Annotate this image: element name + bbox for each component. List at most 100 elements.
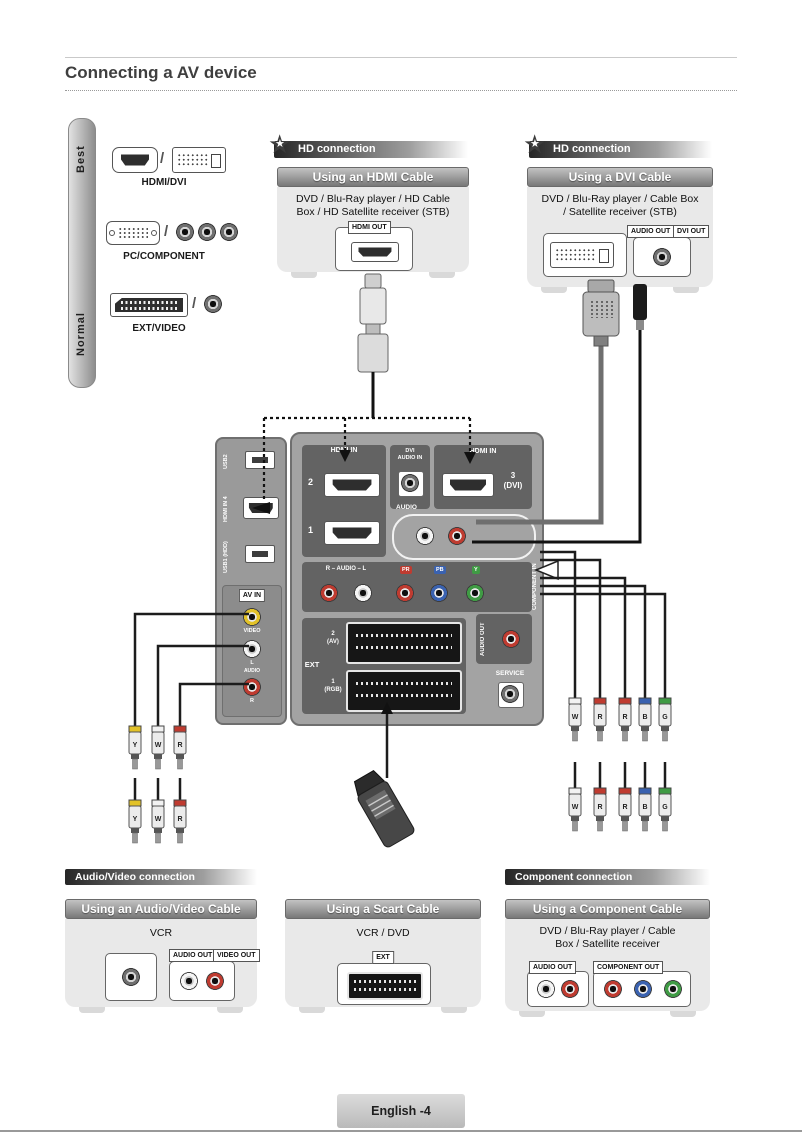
- hdmi-in-label: HDMI IN: [469, 448, 497, 455]
- hd-badge-label: HD connection: [298, 143, 376, 155]
- hdmi-port-2: [324, 473, 380, 497]
- plug-letter: R: [622, 804, 627, 811]
- pb-out-jack: [634, 980, 652, 998]
- scart-port-1: [346, 670, 462, 712]
- usb1-port: [245, 545, 275, 563]
- panel-body: DVD / Blu-Ray player / HD Cable Box / HD…: [277, 187, 469, 278]
- star-inner-icon: ★: [530, 138, 540, 150]
- plug-letter: W: [572, 804, 579, 811]
- panel-header: Using an Audio/Video Cable: [65, 899, 257, 919]
- component-input-strip: R – AUDIO – L PR PB Y: [302, 562, 532, 612]
- hdmi-out-label: HDMI OUT: [348, 221, 391, 234]
- device-list: DVD / Blu-Ray player / Cable Box: [541, 193, 699, 205]
- audio-l-label: L: [250, 660, 254, 666]
- hdmi3-group: HDMI IN 3 (DVI): [434, 445, 532, 509]
- device-list: DVD / Blu-Ray player / Cable: [539, 925, 676, 937]
- pr-out-jack: [604, 980, 622, 998]
- hdmi-2-label: 2: [308, 477, 314, 487]
- rca-plug: Y: [128, 778, 142, 844]
- component-in-label: COMPONENT IN: [532, 563, 538, 611]
- audio-label: AUDIO: [243, 668, 261, 674]
- page-footer: English -4: [337, 1094, 465, 1128]
- audio-r-label: R: [250, 698, 254, 704]
- rca-plug: Y: [128, 725, 142, 770]
- plug-letter: G: [662, 714, 668, 721]
- hdmi-1-label: 1: [308, 525, 314, 535]
- rca-plug: W: [568, 697, 582, 742]
- panel-body: VCR AUDIO OUT VIDEO OUT: [65, 919, 260, 1013]
- pb-jack: [430, 584, 448, 602]
- panel-foot: [441, 1007, 467, 1013]
- panel-foot: [291, 272, 317, 278]
- av-in-label: AV IN: [238, 589, 266, 602]
- scart-cable-panel: Using a Scart Cable VCR / DVD EXT: [285, 899, 481, 1013]
- hd-connection-badge: ★ ★ HD connection: [268, 129, 468, 159]
- hdmi-in-label: HDMI IN: [330, 447, 358, 454]
- dvi-out-label: DVI OUT: [673, 225, 710, 238]
- device-list: Box / Satellite receiver: [555, 938, 660, 950]
- legend-ext-video-label: EXT/VIDEO: [132, 323, 186, 334]
- rca-plug: R: [173, 725, 187, 770]
- plug-letter: B: [642, 714, 647, 721]
- rca-plug: R: [618, 697, 632, 742]
- rca-plug: R: [173, 778, 187, 844]
- rca-plug: B: [638, 697, 652, 742]
- component-out-label: COMPONENT OUT: [593, 961, 664, 974]
- rca-plug: B: [638, 762, 652, 832]
- footer-label: English -4: [371, 1104, 431, 1118]
- av-in-group: AV IN VIDEO L AUDIO R: [222, 585, 282, 717]
- audio-out-label: AUDIO OUT: [627, 225, 675, 238]
- panel-header: Using a Component Cable: [505, 899, 710, 919]
- component-cables: [540, 550, 667, 698]
- audio-out-label: AUDIO OUT: [480, 622, 486, 656]
- star-icon: ★: [523, 129, 547, 159]
- dvi-audio-out-plate: [633, 237, 691, 277]
- plug-letter: W: [572, 714, 579, 721]
- usb2-port: [245, 451, 275, 469]
- usb1-label: USB1 (HDD): [223, 541, 229, 573]
- rca-plug: W: [151, 725, 165, 770]
- video-in-jack: [243, 608, 261, 626]
- plug-letter: G: [662, 804, 668, 811]
- audio-rl-label: R – AUDIO – L: [325, 566, 367, 572]
- hdmi-cable-plug: [357, 273, 389, 418]
- component-audio-l-jack: [354, 584, 372, 602]
- plug-letter: R: [177, 742, 182, 749]
- hdmi-3-label: 3 (DVI): [503, 471, 523, 490]
- panel-foot: [673, 287, 699, 293]
- slash-separator: /: [160, 150, 165, 167]
- vga-connector-icon: [106, 221, 160, 245]
- dvi-audio-in-plate: [398, 471, 424, 497]
- panel-foot: [217, 1007, 243, 1013]
- hdmi-port-3: [442, 473, 494, 497]
- ext-label: EXT: [304, 660, 320, 669]
- dvi-audio-in-jack: [401, 474, 419, 492]
- audio-l-jack: [416, 527, 434, 545]
- hdmi-port-icon: [351, 242, 399, 262]
- audio-out-label: AUDIO OUT: [169, 949, 217, 962]
- plug-letter: R: [597, 804, 602, 811]
- y-chip: Y: [472, 566, 480, 574]
- star-icon: ★: [268, 129, 292, 159]
- audio-out-plate: [527, 971, 589, 1007]
- audio-out-jack: [180, 972, 198, 990]
- hdmi4-label: HDMI IN 4: [223, 496, 229, 522]
- device-list: Box / HD Satellite receiver (STB): [296, 206, 450, 218]
- plug-letter: R: [597, 714, 602, 721]
- legend-hdmi-dvi-label: HDMI/DVI: [141, 177, 187, 188]
- hdmi-out-port-plate: HDMI OUT: [335, 221, 413, 271]
- video-label: VIDEO: [243, 628, 261, 634]
- hdmi-port-1: [324, 521, 380, 545]
- pr-jack: [396, 584, 414, 602]
- plug-letter: Y: [133, 742, 138, 749]
- dvi-audio-pill: [392, 514, 536, 560]
- video-out-jack: [206, 972, 224, 990]
- component-audio-r-jack: [320, 584, 338, 602]
- dvi-port-icon: [550, 242, 614, 268]
- y-jack: [466, 584, 484, 602]
- hdmi-cable-panel: Using an HDMI Cable DVD / Blu-Ray player…: [277, 167, 469, 278]
- audio-r-jack: [448, 527, 466, 545]
- header-rule: [65, 57, 737, 58]
- vcr-out-jack: [122, 968, 140, 986]
